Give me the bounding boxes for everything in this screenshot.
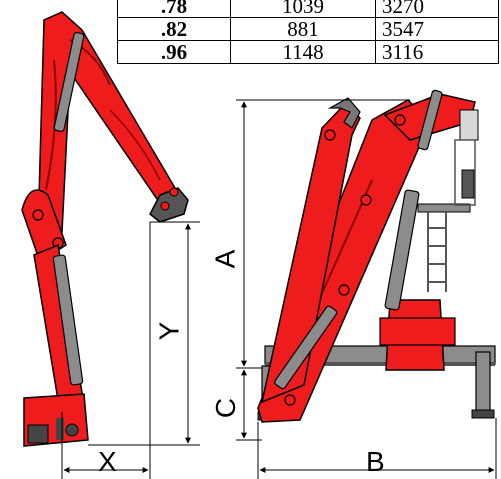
table-cell: 1148 [230, 40, 376, 64]
table-cell: .96 [117, 40, 231, 64]
right-crane-front-view [257, 89, 496, 423]
right-crane-cylinder-upper [417, 89, 443, 151]
right-crane-cylinder-lower [274, 305, 338, 390]
left-crane-side-view [21, 11, 189, 447]
dimension-label-x: X [98, 446, 117, 477]
dimension-label-y: Y [153, 321, 185, 341]
left-crane-lower-cylinder [52, 254, 84, 386]
right-crane-outer-boom [260, 102, 361, 404]
table-cell: 3547 [375, 17, 499, 41]
table-cell: 1039 [230, 0, 376, 18]
dimension-label-c: C [210, 397, 242, 419]
right-crane-operator-platform [417, 109, 479, 292]
dimension-a [236, 99, 410, 369]
spec-table: .78 1039 3270 .82 881 3547 .96 1148 3116 [117, 0, 499, 64]
dimension-label-a: A [209, 249, 241, 269]
table-cell: .82 [117, 17, 231, 41]
table-row: .82 881 3547 [117, 17, 499, 41]
dimension-y [88, 221, 200, 446]
table-row: .78 1039 3270 [117, 0, 499, 18]
right-crane-cylinder-main [384, 189, 420, 311]
spec-table-wrapper: .78 1039 3270 .82 881 3547 .96 1148 3116 [117, 0, 501, 78]
left-crane-upper-cylinder [53, 32, 85, 132]
table-row: .96 1148 3116 [117, 40, 499, 64]
dimension-b [257, 418, 497, 479]
right-crane-outrigger-leg-right [475, 351, 491, 413]
table-cell: 881 [230, 17, 376, 41]
dimension-label-b: B [366, 446, 385, 477]
table-cell: 3116 [375, 40, 499, 64]
table-cell: 3270 [375, 0, 499, 18]
dimension-x [61, 222, 151, 479]
table-cell: .78 [117, 0, 231, 18]
